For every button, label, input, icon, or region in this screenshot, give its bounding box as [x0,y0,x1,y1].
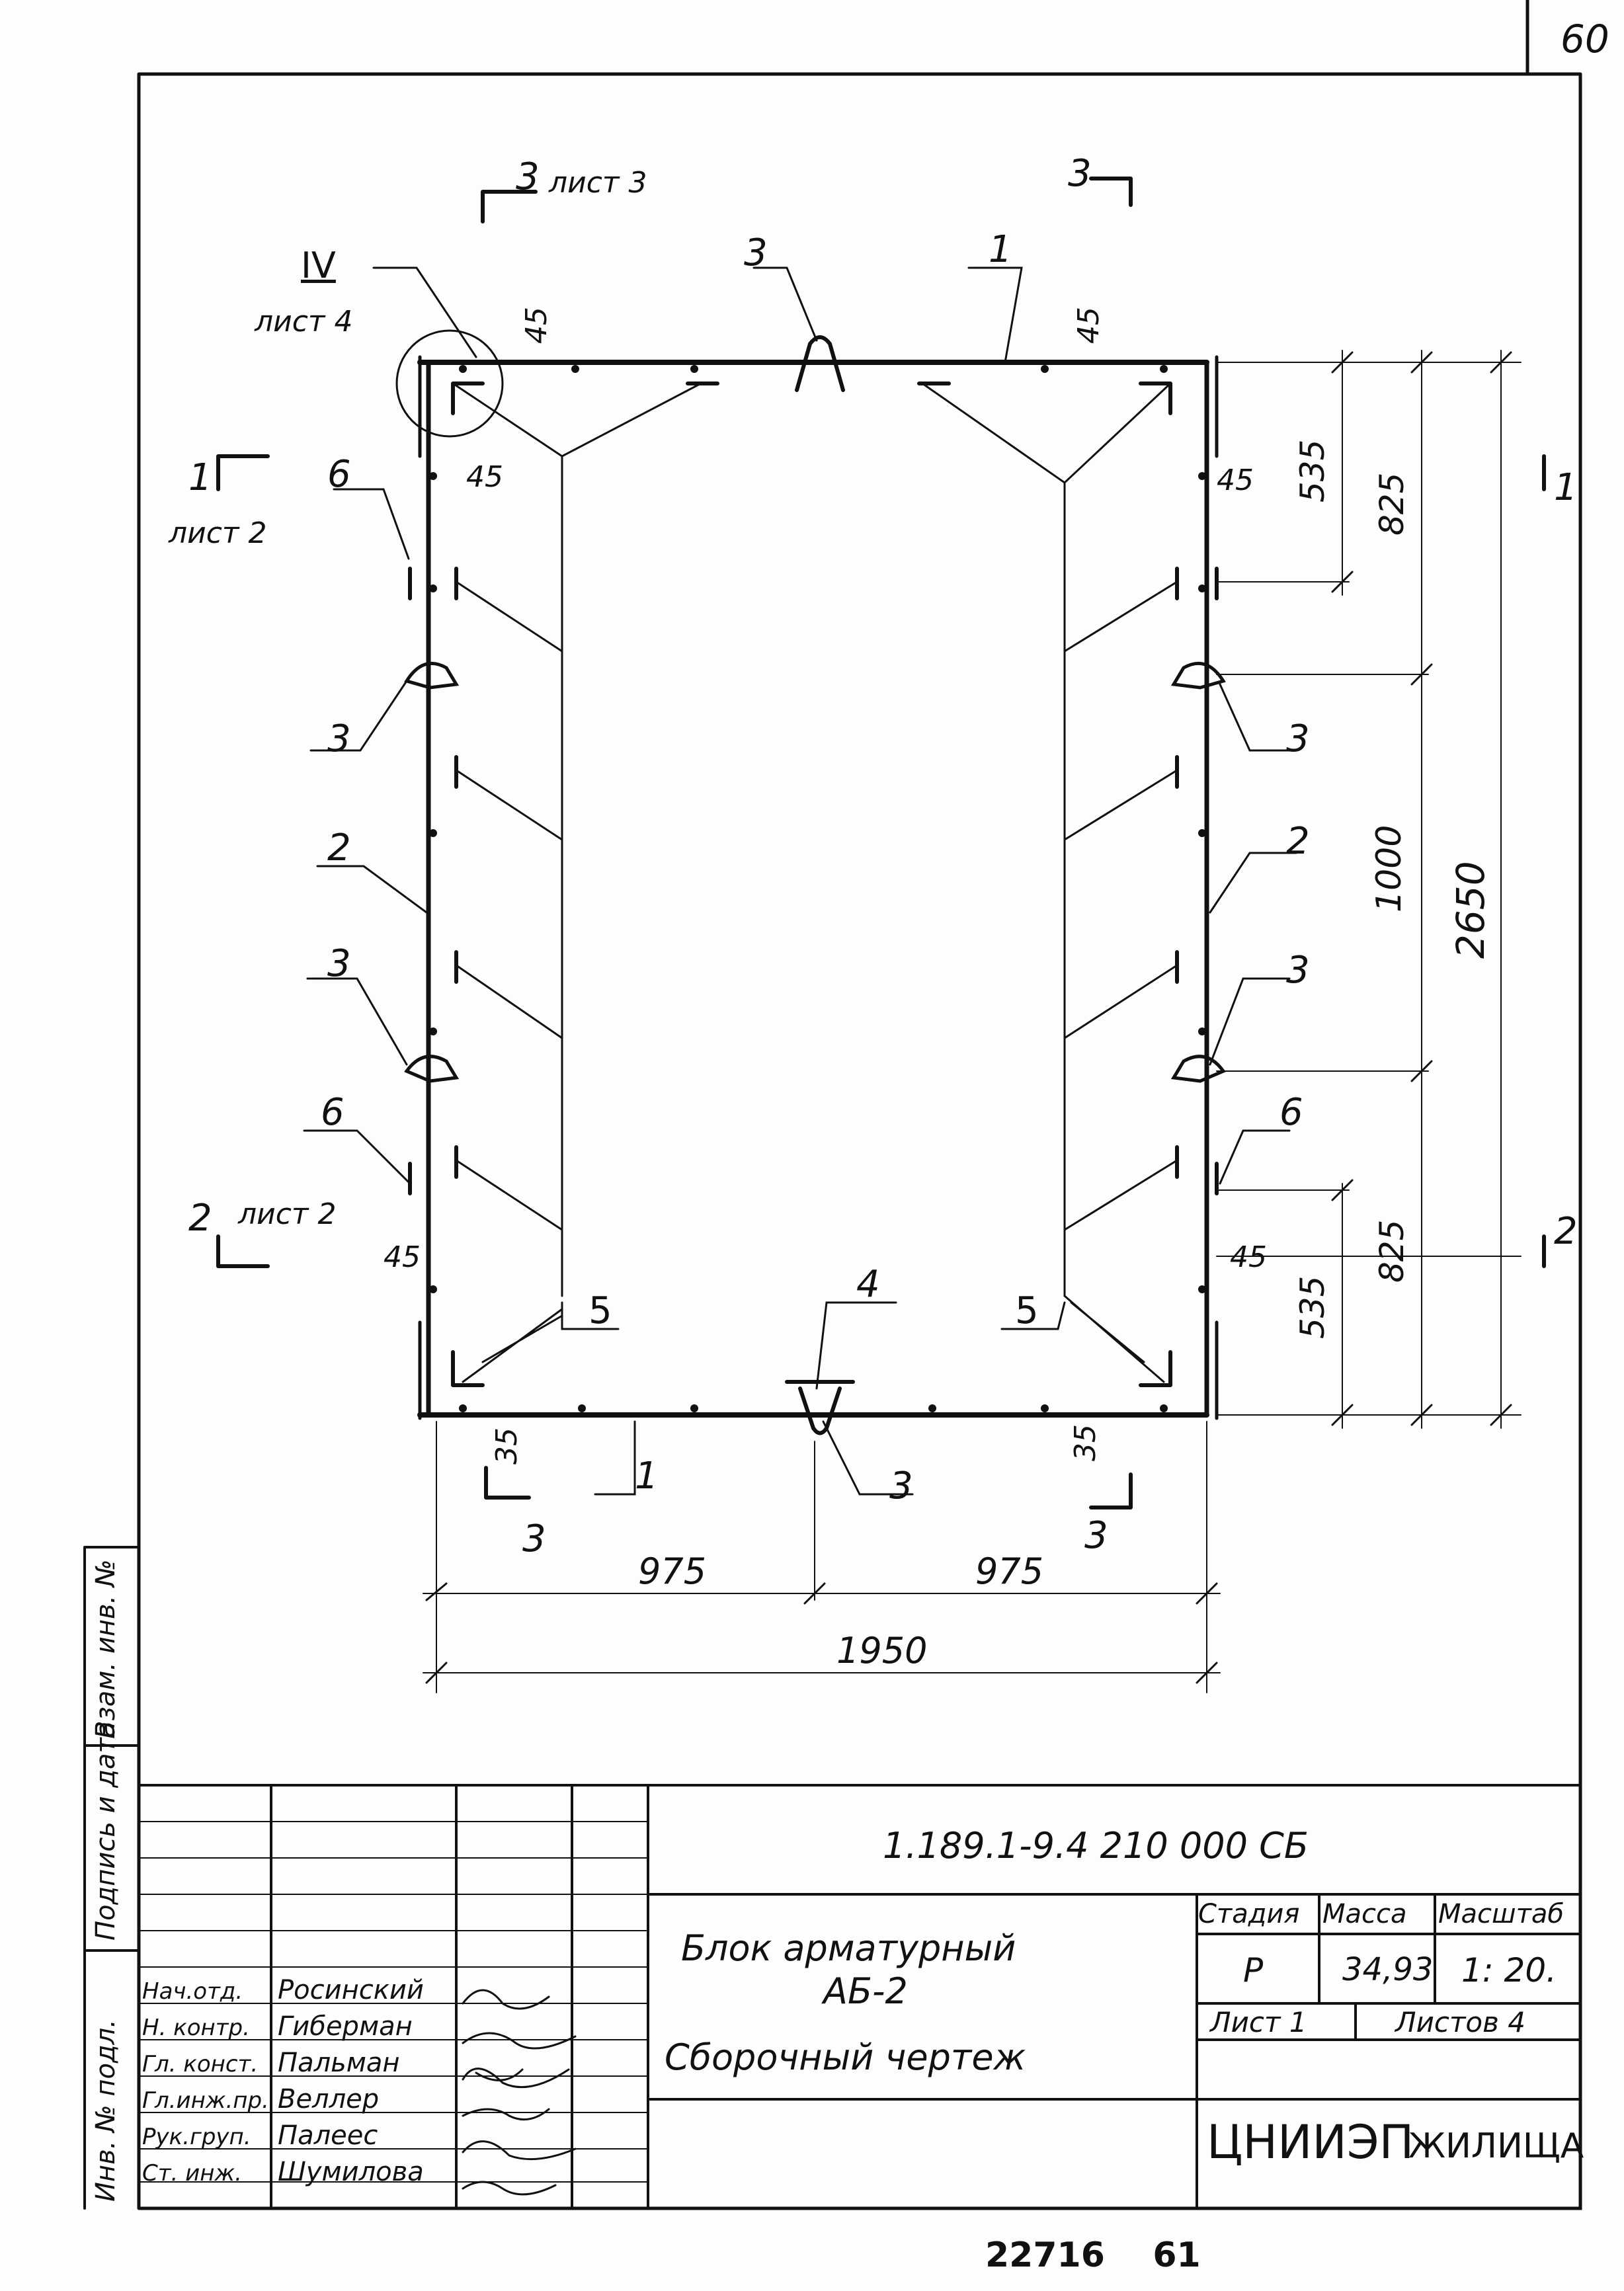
detail-callout-sheet: лист 4 [255,305,353,339]
section-right2-num: 2 [1554,1210,1578,1253]
pos-2-left: 2 [327,826,351,869]
section-bottom-left-num: 3 [522,1517,546,1560]
section-left1-sheet: лист 2 [169,516,267,550]
dim-45-left-upper: 45 [466,460,503,494]
pos-3-left-1: 3 [327,717,351,760]
dim-2650: 2650 [1448,861,1493,959]
dim-535-bottom: 535 [1293,1275,1332,1339]
loop-right-1 [1170,661,1226,690]
pos-5-left: 5 [589,1289,612,1332]
section-bottom-right-num: 3 [1084,1514,1108,1557]
pos-3-right-2: 3 [1286,949,1310,992]
dim-45-left-lower: 45 [384,1240,421,1274]
pos-3-top: 3 [744,231,768,274]
dim-35-left: 35 [490,1427,524,1465]
signatures-scribbles [462,1989,577,2196]
value-stage: Р [1243,1951,1264,1990]
document-code: 1.189.1-9.4 210 000 СБ [883,1825,1309,1867]
loop-left-1 [404,661,460,690]
section-right1-num: 1 [1554,466,1578,509]
side-stamp [83,1546,140,2210]
section-left1-num: 1 [188,456,212,499]
title-name-line3: Сборочный чертеж [665,2036,1026,2078]
signature-name-2: Гиберман [278,2011,413,2042]
signature-name-6: Шумилова [278,2157,424,2187]
pos-3-bottom: 3 [889,1465,913,1507]
loop-right-2 [1170,1055,1226,1083]
side-stamp-inv-sub: Инв. № подл. [91,2019,121,2202]
dim-45-right-lower: 45 [1230,1240,1267,1274]
dim-1950: 1950 [836,1630,928,1671]
signature-name-4: Веллер [278,2084,380,2114]
dim-825-bottom: 825 [1373,1219,1411,1283]
section-top-left-num: 3 [516,155,540,198]
signature-name-1: Росинский [278,1975,424,2005]
pos-5-right: 5 [1015,1289,1039,1332]
pos-2-right: 2 [1286,820,1310,863]
dim-535-top: 535 [1293,439,1332,502]
loop-top [795,335,845,392]
pos-6-left-bottom: 6 [321,1091,345,1134]
dim-1000: 1000 [1369,824,1409,912]
title-block-grid [138,1784,1582,2210]
loop-bottom [785,1380,855,1435]
page-number: 60 [1561,17,1609,61]
value-scale: 1: 20. [1461,1951,1557,1990]
section-top-right-num: 3 [1068,152,1092,195]
footer-numbers: 22716 61 [985,2235,1201,2275]
pos-6-left-top: 6 [327,453,351,496]
signature-role-1: Нач.отд. [142,1978,243,2005]
value-mass: 34,93 [1342,1951,1434,1988]
section-top-left-sheet: лист 3 [549,166,647,200]
signature-name-3: Пальман [278,2048,400,2078]
signature-role-4: Гл.инж.пр. [142,2087,269,2114]
header-stage: Стадия [1198,1899,1300,1929]
pos-1-top: 1 [989,228,1012,271]
section-left2-num: 2 [188,1197,212,1240]
detail-circle [395,329,504,438]
dim-45-top-left: 45 [520,307,553,344]
dim-825-top: 825 [1373,472,1411,536]
signature-role-3: Гл. конст. [142,2051,259,2077]
side-stamp-sign-date: Подпись и дата [91,1721,121,1941]
pos-6-right-bottom: 6 [1279,1091,1303,1134]
dim-45-top-right: 45 [1072,307,1106,344]
sheets-total: Листов 4 [1395,2006,1525,2038]
signature-role-5: Рук.груп. [142,2124,251,2150]
organization-part2: ЖИЛИЩА [1408,2126,1584,2166]
dim-975-left: 975 [638,1550,707,1592]
dim-35-right: 35 [1069,1424,1102,1461]
pos-3-left-2: 3 [327,942,351,985]
organization-part1: ЦНИИЭП [1207,2115,1414,2169]
dim-45-right-upper: 45 [1217,463,1254,497]
title-name-line1: Блок арматурный [681,1927,1016,1969]
signature-role-2: Н. контр. [142,2015,250,2041]
pos-4-bottom: 4 [856,1263,880,1306]
pos-3-right-1: 3 [1286,717,1310,760]
loop-left-2 [404,1055,460,1083]
detail-callout-num: IV [301,245,336,286]
sheet-number: Лист 1 [1210,2006,1307,2038]
pos-1-bottom: 1 [635,1455,659,1498]
header-scale: Масштаб [1438,1899,1564,1929]
signature-role-6: Ст. инж. [142,2160,242,2187]
header-mass: Масса [1322,1899,1407,1929]
title-name-line2: АБ-2 [823,1970,908,2012]
signature-name-5: Палеес [278,2120,378,2151]
side-stamp-vzam: Взам. инв. № [91,1559,121,1739]
section-left2-sheet: лист 2 [238,1197,337,1231]
dim-975-right: 975 [975,1550,1044,1592]
